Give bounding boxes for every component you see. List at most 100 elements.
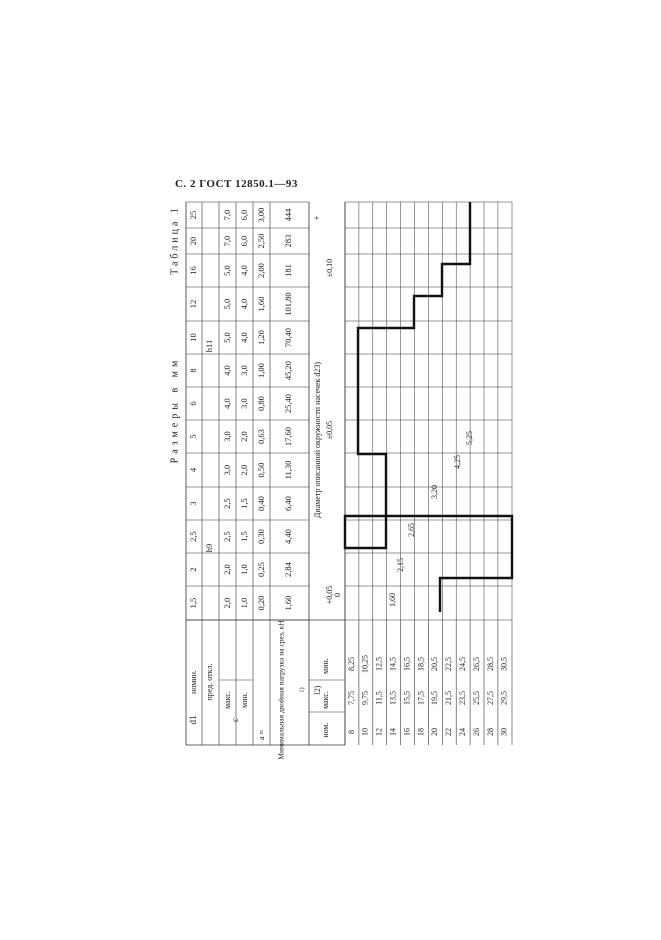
c-min-cell: 4,0: [239, 265, 249, 276]
a-cell: 1,20: [256, 330, 266, 345]
c-min-cell: 1,0: [239, 598, 249, 609]
l-min-cell: 27,5: [486, 691, 495, 705]
l-nom-cell: 8: [347, 730, 356, 734]
c-min-cell: 3,0: [239, 365, 249, 376]
c-max-cell: 3,0: [222, 465, 232, 476]
c-min-cell: 1,5: [239, 498, 249, 509]
l-nom-cell: 18: [416, 728, 425, 736]
load-cell: 181: [283, 264, 293, 277]
header-load: Минимальная двойная нагрузка на срез, кН: [277, 620, 286, 760]
load-cell: 17,60: [283, 427, 293, 446]
d2-value: 3,20: [430, 485, 439, 499]
l-min-cell: 17,5: [416, 691, 425, 705]
tol-zero: 0: [333, 593, 342, 597]
l-max-cell: 8,25: [347, 657, 356, 671]
d1-cell: 1,5: [188, 598, 198, 609]
c-min-cell: 6,0: [239, 210, 249, 221]
d1-cell: 20: [188, 237, 198, 246]
c-max-cell: 5,0: [222, 299, 232, 310]
load-cell: 444: [283, 208, 293, 222]
header-a: a ≈: [257, 729, 266, 740]
tol-pm005: ±0,05: [325, 421, 334, 439]
a-cell: 0,40: [256, 496, 266, 511]
c-max-cell: 2,0: [222, 564, 232, 575]
d2-value: 2,65: [407, 523, 416, 537]
header-l-max: макс.: [321, 691, 330, 709]
a-cell: 1,00: [256, 363, 266, 378]
l-max-cell: 28,5: [486, 657, 495, 671]
l-min-cell: 23,5: [458, 691, 467, 705]
tol-pm010: ±0,10: [325, 259, 334, 277]
d1-cell: 6: [188, 401, 198, 405]
l-min-cell: 11,5: [375, 691, 384, 705]
c-min-cell: 1,5: [239, 531, 249, 542]
l-max-cell: 30,5: [500, 657, 509, 671]
l-min-cell: 13,5: [388, 691, 397, 705]
plus-sign: +: [312, 215, 322, 220]
c-max-cell: 5,0: [222, 265, 232, 276]
units-label: Размеры в мм: [169, 357, 180, 464]
c-max-cell: 4,0: [222, 365, 232, 376]
d2-value: 4,25: [453, 455, 462, 469]
d2-value: 5,25: [465, 431, 474, 445]
header-c: c: [230, 718, 240, 722]
load-cell: 101,80: [283, 292, 293, 315]
load-cell: 2,84: [283, 561, 293, 577]
tol-plus005: +0,05: [325, 586, 334, 605]
l-max-cell: 12,5: [375, 657, 384, 671]
l-nom-cell: 16: [402, 728, 411, 736]
c-min-cell: 1,0: [239, 564, 249, 575]
l-nom-cell: 14: [388, 728, 397, 736]
l-max-cell: 18,5: [416, 657, 425, 671]
l-min-cell: 15,5: [402, 691, 411, 705]
c-max-cell: 2,5: [222, 531, 232, 542]
a-cell: 2,50: [256, 234, 266, 249]
page-header: С. 2 ГОСТ 12850.1—93: [175, 178, 298, 190]
l-nom-cell: 10: [361, 728, 370, 736]
header-l-nom: ном.: [321, 722, 330, 737]
d1-cell: 3: [188, 501, 198, 505]
d2-value: 1,60: [388, 593, 397, 607]
c-min-cell: 2,0: [239, 431, 249, 442]
c-max-cell: 2,0: [222, 598, 232, 609]
load-cell: 6,40: [283, 496, 293, 511]
l-nom-cell: 26: [472, 728, 481, 736]
l-min-cell: 19,5: [430, 691, 439, 705]
load-cell: 4,40: [283, 529, 293, 544]
d1-cell: 12: [188, 300, 198, 309]
tol-h11: h11: [204, 340, 214, 352]
l-nom-cell: 12: [375, 728, 384, 736]
d1-cell: 10: [188, 333, 198, 342]
l-min-cell: 29,5: [500, 691, 509, 705]
c-min-cell: 4,0: [239, 299, 249, 310]
header-c-min: мин.: [240, 692, 249, 708]
l-max-cell: 10,25: [361, 655, 370, 673]
load-cell: 1,60: [283, 596, 293, 611]
table-caption: Таблица 1: [169, 205, 180, 275]
c-min-cell: 3,0: [239, 398, 249, 409]
header-d1-nomin: номин.: [189, 670, 198, 694]
a-cell: 0,20: [256, 596, 266, 611]
a-cell: 1,60: [256, 297, 266, 312]
step-boundary: [343, 202, 514, 612]
load-cell: 11,30: [283, 461, 293, 480]
l-max-cell: 26,5: [472, 657, 481, 671]
load-cell: 70,40: [283, 328, 293, 347]
header-c-max: макс.: [223, 691, 232, 709]
header-d1: d1: [188, 716, 198, 725]
diameter-label: Диаметр описанной окружности насечек d23…: [313, 362, 322, 518]
l-min-cell: 21,5: [444, 691, 453, 705]
l-nom-cell: 20: [430, 728, 439, 736]
header-d1-pred: пред. откл.: [205, 663, 214, 700]
l-min-cell: 9,75: [361, 691, 370, 705]
a-cell: 0,50: [256, 463, 266, 478]
l-nom-cell: 24: [458, 728, 467, 736]
load-cell: 25,40: [283, 394, 293, 413]
a-cell: 0,25: [256, 562, 266, 577]
l-nom-cell: 30: [500, 728, 509, 736]
load-cell: 45,20: [283, 361, 293, 380]
c-min-cell: 2,0: [239, 465, 249, 476]
c-max-cell: 2,5: [222, 498, 232, 509]
l-max-cell: 24,5: [458, 657, 467, 671]
